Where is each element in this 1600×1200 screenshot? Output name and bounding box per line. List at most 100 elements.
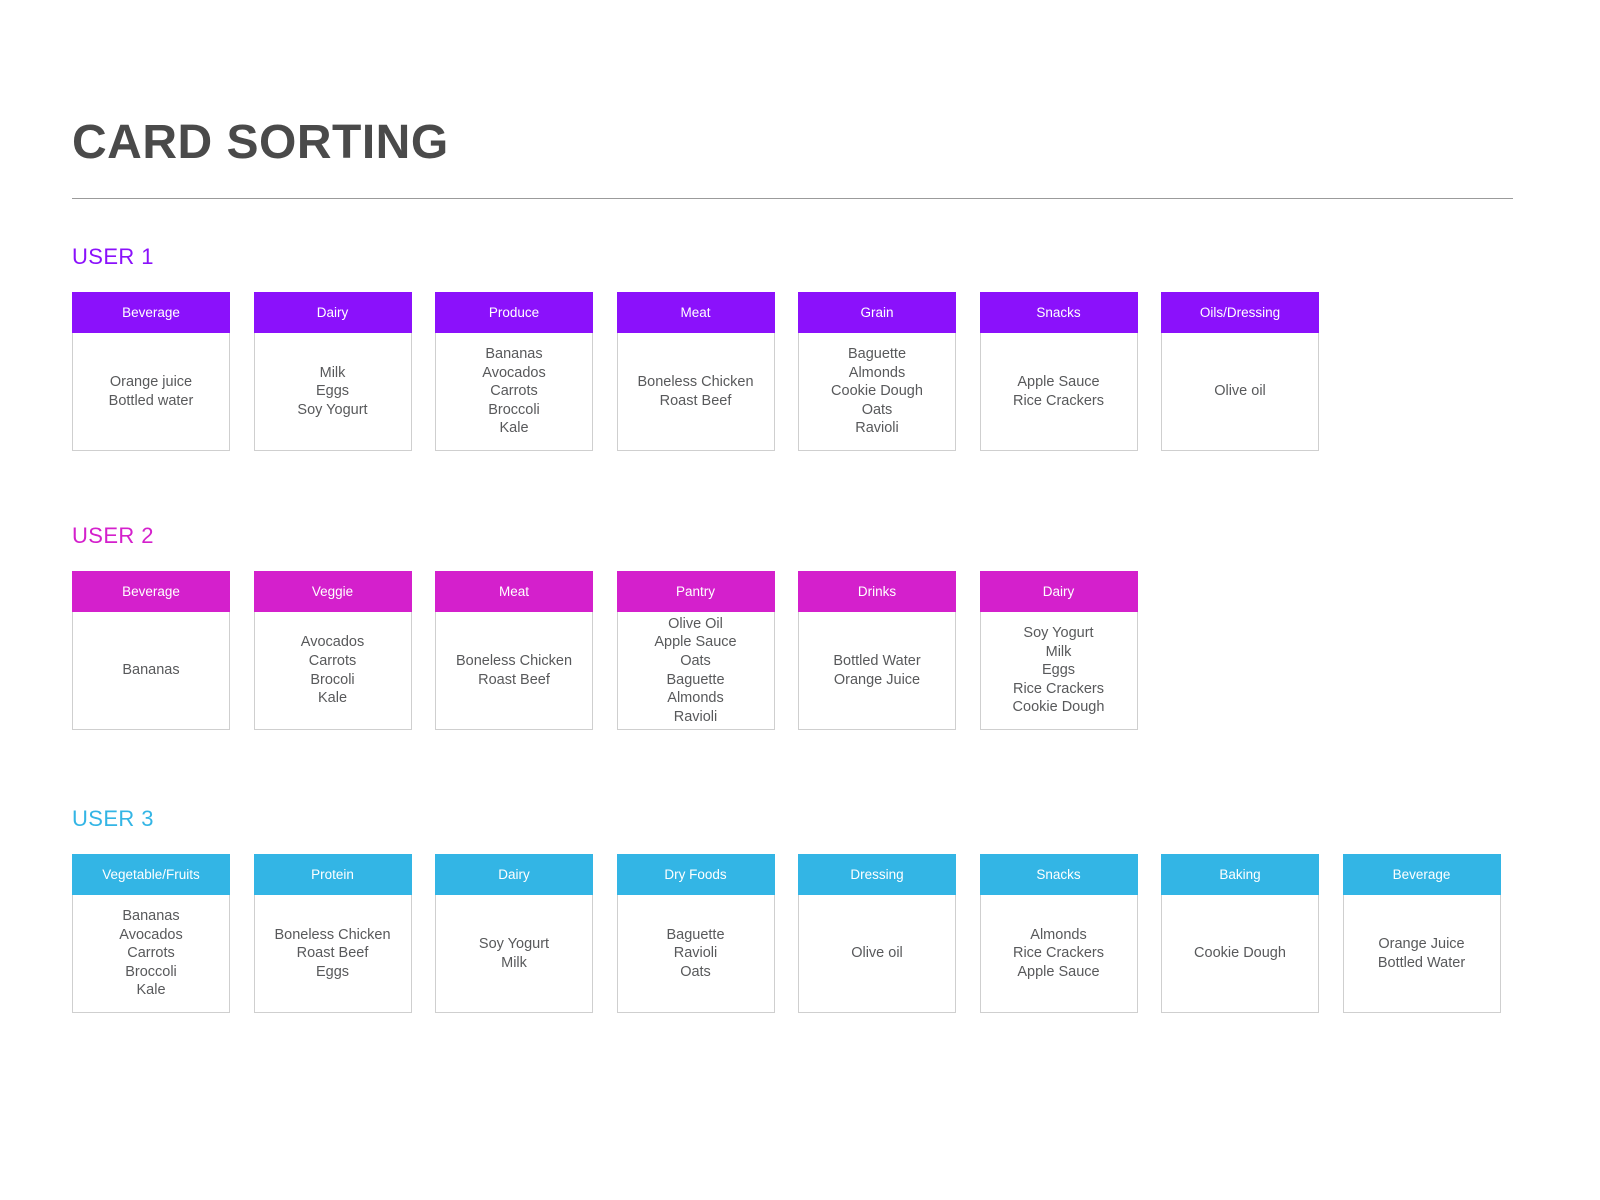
sort-card-items: Olive oil [1161,333,1319,451]
sort-card-item: Avocados [119,926,183,943]
sort-card-item: Olive oil [1214,383,1266,400]
sort-card-category-label: Dry Foods [616,854,775,895]
sort-card-item: Almonds [848,364,906,381]
sort-card-item: Kale [499,420,529,437]
sort-card-item: Boneless Chicken [637,373,754,390]
sort-card-item: Eggs [315,383,350,400]
sort-card-category-label: Dairy [253,292,412,333]
sort-card-category-label: Oils/Dressing [1161,292,1319,333]
sort-card-item: Almonds [1030,926,1087,943]
sort-card-items: Olive oil [798,895,956,1013]
sort-card-category-label: Beverage [1342,854,1501,895]
title-divider [72,198,1513,200]
sort-card-category-label: Snacks [979,854,1138,895]
sort-card-category-label: Drinks [798,571,956,612]
sort-card-category-label: Beverage [72,571,230,612]
sort-card-category-label: Beverage [72,292,230,333]
sort-card-category-label: Baking [1161,854,1319,895]
sort-card-item: Cookie Dough [1012,699,1105,716]
sort-card-item: Roast Beef [296,945,369,962]
sort-card-item: Oats [680,963,711,980]
sort-card-item: Bottled Water [1377,954,1466,971]
sort-card-item: Boneless Chicken [455,652,573,669]
sort-card-category-label: Meat [616,292,775,333]
sort-card-item: Orange juice [109,373,193,390]
sort-card-category-label: Meat [435,571,593,612]
sort-card-item: Soy Yogurt [1023,625,1094,642]
title-block: CARD SORTING [72,116,1514,200]
sort-card-item: Kale [136,982,166,999]
sort-card-item: Carrots [127,945,175,962]
sort-card-item: Broccoli [125,963,177,980]
sort-card-item: Roast Beef [659,392,732,409]
sort-card-item: Boneless Chicken [274,926,391,943]
user-heading: USER 1 [72,244,154,269]
sort-card-category-label: Protein [253,854,412,895]
sort-card-item: Oats [861,401,893,418]
sort-card-item: Broccoli [488,401,540,418]
sort-card-item: Bottled water [108,392,194,409]
sort-card-item: Ravioli [855,420,899,437]
sort-card-item: Milk [501,954,527,971]
sort-card-item: Avocados [482,364,546,381]
page-title: CARD SORTING [72,116,449,169]
sort-card-item: Apple Sauce [1017,373,1100,390]
sort-card-item: Bananas [122,908,180,925]
sort-card-item: Brocoli [310,671,355,688]
sort-card-item: Orange Juice [1378,935,1465,952]
sort-card-item: Roast Beef [478,671,550,688]
sort-card-item: Olive oil [851,945,903,962]
sort-card-item: Baguette [666,671,725,688]
sort-card-item: Soy Yogurt [297,401,368,418]
sort-card-category-label: Vegetable/Fruits [72,854,230,895]
sort-card-item: Ravioli [673,708,718,725]
sort-card-category-label: Veggie [253,571,412,612]
sort-card-category-label: Dairy [979,571,1138,612]
sort-card-item: Bottled Water [833,652,921,669]
user-heading: USER 2 [72,523,154,548]
sort-card-item: Apple Sauce [1017,963,1100,980]
sort-card-category-label: Dairy [435,854,593,895]
sort-card-item: Rice Crackers [1012,680,1105,697]
sort-card-items: Bananas [72,612,230,730]
sort-card-item: Bananas [122,662,180,679]
